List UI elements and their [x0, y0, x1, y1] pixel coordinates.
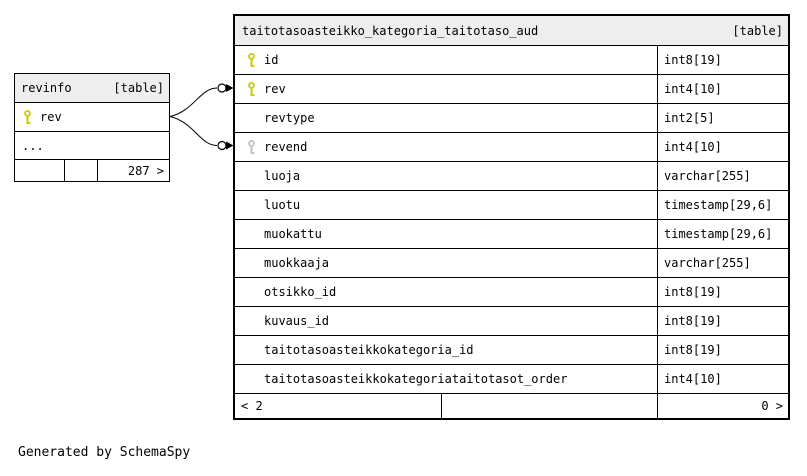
table-row: rev int4[10]	[235, 74, 788, 103]
footer-cell-middle	[441, 394, 657, 418]
column-name: revend	[264, 140, 308, 154]
primary-key-icon	[247, 52, 256, 68]
table-header[interactable]: taitotasoasteikko_kategoria_taitotaso_au…	[235, 16, 788, 45]
generator-note: Generated by SchemaSpy	[18, 445, 191, 460]
column-type: int4[10]	[657, 75, 788, 103]
column-name: muokattu	[264, 227, 322, 241]
table-row: otsikko_id int8[19]	[235, 277, 788, 306]
arrowhead-icon	[226, 84, 234, 92]
column-type: int8[19]	[657, 336, 788, 364]
relationship-connectors	[169, 83, 234, 151]
table-row: luotu timestamp[29,6]	[235, 190, 788, 219]
table-revinfo-header[interactable]: revinfo [table]	[15, 74, 169, 102]
column-name: id	[264, 53, 279, 67]
column-name: kuvaus_id	[264, 314, 330, 328]
table-row: kuvaus_id int8[19]	[235, 306, 788, 335]
table-footer: 287 >	[15, 159, 169, 181]
column-type: int8[19]	[657, 46, 788, 74]
table-row: revend int4[10]	[235, 132, 788, 161]
column-type: int4[10]	[657, 365, 788, 393]
column-name: muokkaaja	[264, 256, 330, 270]
table-footer: < 2 0 >	[235, 393, 788, 418]
table-row: rev	[15, 102, 169, 131]
column-name: rev	[40, 110, 62, 124]
column-name: luotu	[264, 198, 301, 212]
footer-children-count: 0 >	[657, 394, 788, 418]
relationship-line-rev	[169, 87, 218, 117]
table-row: id int8[19]	[235, 45, 788, 74]
table-row: muokattu timestamp[29,6]	[235, 219, 788, 248]
more-columns-indicator: ...	[15, 131, 169, 159]
zero-or-one-endpoint-icon	[217, 83, 227, 93]
table-badge: [table]	[113, 81, 164, 95]
column-name: luoja	[264, 169, 301, 183]
footer-cell-left	[15, 160, 64, 181]
table-title[interactable]: taitotasoasteikko_kategoria_taitotaso_au…	[242, 23, 539, 38]
footer-cell-middle	[64, 160, 97, 181]
column-name: rev	[264, 82, 286, 96]
arrowhead-icon	[226, 141, 234, 150]
column-type: int2[5]	[657, 104, 788, 132]
table-badge: [table]	[732, 23, 783, 38]
column-name: taitotasoasteikkokategoriataitotasot_ord…	[264, 372, 568, 386]
footer-children-count: 287 >	[97, 160, 169, 181]
column-type: int4[10]	[657, 133, 788, 161]
primary-key-icon	[247, 81, 256, 97]
table-row: taitotasoasteikkokategoria_id int8[19]	[235, 335, 788, 364]
table-revinfo: revinfo [table] rev ... 287 >	[14, 73, 170, 182]
primary-key-icon	[23, 109, 32, 125]
column-type: int8[19]	[657, 278, 788, 306]
column-type: int8[19]	[657, 307, 788, 335]
column-type: timestamp[29,6]	[657, 220, 788, 248]
implied-key-icon	[247, 139, 256, 155]
footer-parents-count: < 2	[241, 399, 263, 413]
table-row: taitotasoasteikkokategoriataitotasot_ord…	[235, 364, 788, 393]
table-row: luoja varchar[255]	[235, 161, 788, 190]
relationship-line-revend	[169, 116, 218, 146]
table-row: revtype int2[5]	[235, 103, 788, 132]
table-taitotasoasteikko-kategoria-taitotaso-aud: taitotasoasteikko_kategoria_taitotaso_au…	[233, 14, 790, 420]
column-name: revtype	[264, 111, 315, 125]
table-row: muokkaaja varchar[255]	[235, 248, 788, 277]
column-name: otsikko_id	[264, 285, 337, 299]
zero-or-one-endpoint-icon	[217, 140, 227, 151]
column-type: varchar[255]	[657, 162, 788, 190]
column-type: timestamp[29,6]	[657, 191, 788, 219]
table-title[interactable]: revinfo	[21, 81, 72, 95]
column-type: varchar[255]	[657, 249, 788, 277]
column-name: taitotasoasteikkokategoria_id	[264, 343, 474, 357]
